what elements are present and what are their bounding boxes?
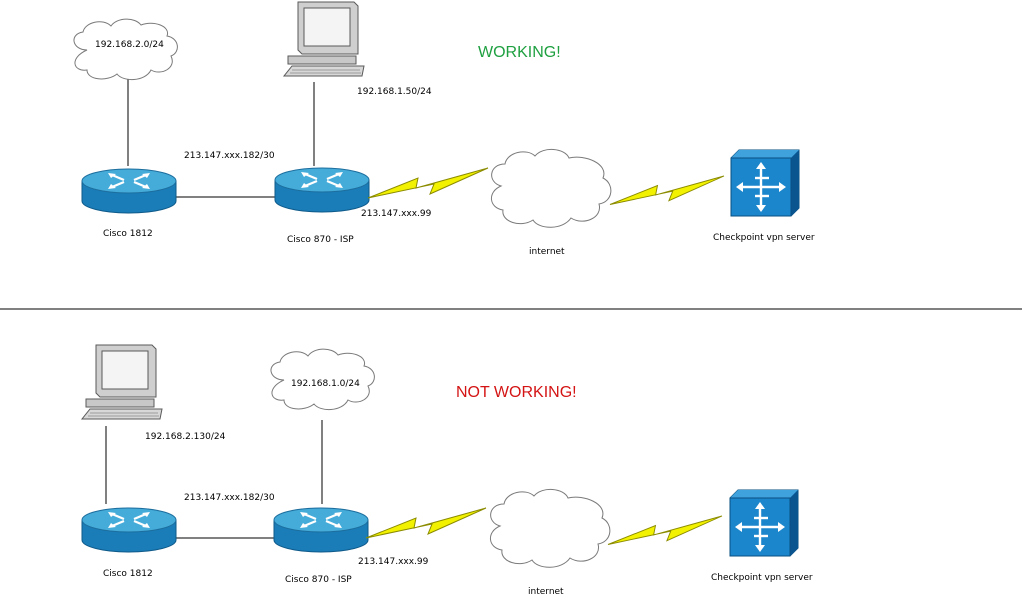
vpn-lightning-icon [607,515,723,545]
status-not-working: NOT WORKING! [456,384,577,401]
lan-subnet-label: 192.168.2.0/24 [95,40,164,50]
isp-ip-label: 213.147.xxx.99 [361,209,432,219]
router-b-icon [272,506,370,554]
vpn-server-label: Checkpoint vpn server [711,573,813,583]
internet-label: internet [528,587,564,597]
link-subnet-label: 213.147.xxx.182/30 [184,493,275,503]
internet-cloud [489,488,611,568]
router-b-icon [273,166,371,214]
router-b-label: Cisco 870 - ISP [287,235,354,245]
scenario-working [73,1,801,228]
host-computer-icon [81,344,163,420]
router-b-label: Cisco 870 - ISP [285,575,352,585]
host-ip-label: 192.168.1.50/24 [357,87,432,97]
internet-label: internet [529,247,565,257]
isp-ip-label: 213.147.xxx.99 [358,557,429,567]
router-a-icon [80,167,178,215]
status-working: WORKING! [478,44,561,61]
host-computer-icon [283,1,365,77]
vpn-server-icon [728,488,800,558]
vpn-server-icon [729,148,801,218]
vpn-server-label: Checkpoint vpn server [713,233,815,243]
router-a-label: Cisco 1812 [103,229,153,239]
host-ip-label: 192.168.2.130/24 [145,432,226,442]
router-a-icon [80,506,178,554]
internet-cloud [490,148,612,228]
vpn-lightning-icon [609,175,725,205]
router-a-label: Cisco 1812 [103,569,153,579]
link-subnet-label: 213.147.xxx.182/30 [184,151,275,161]
wan-lightning-icon [365,507,487,539]
lan-subnet-label: 192.168.1.0/24 [291,379,360,389]
wan-lightning-icon [367,167,489,199]
scenario-not-working [80,344,800,568]
